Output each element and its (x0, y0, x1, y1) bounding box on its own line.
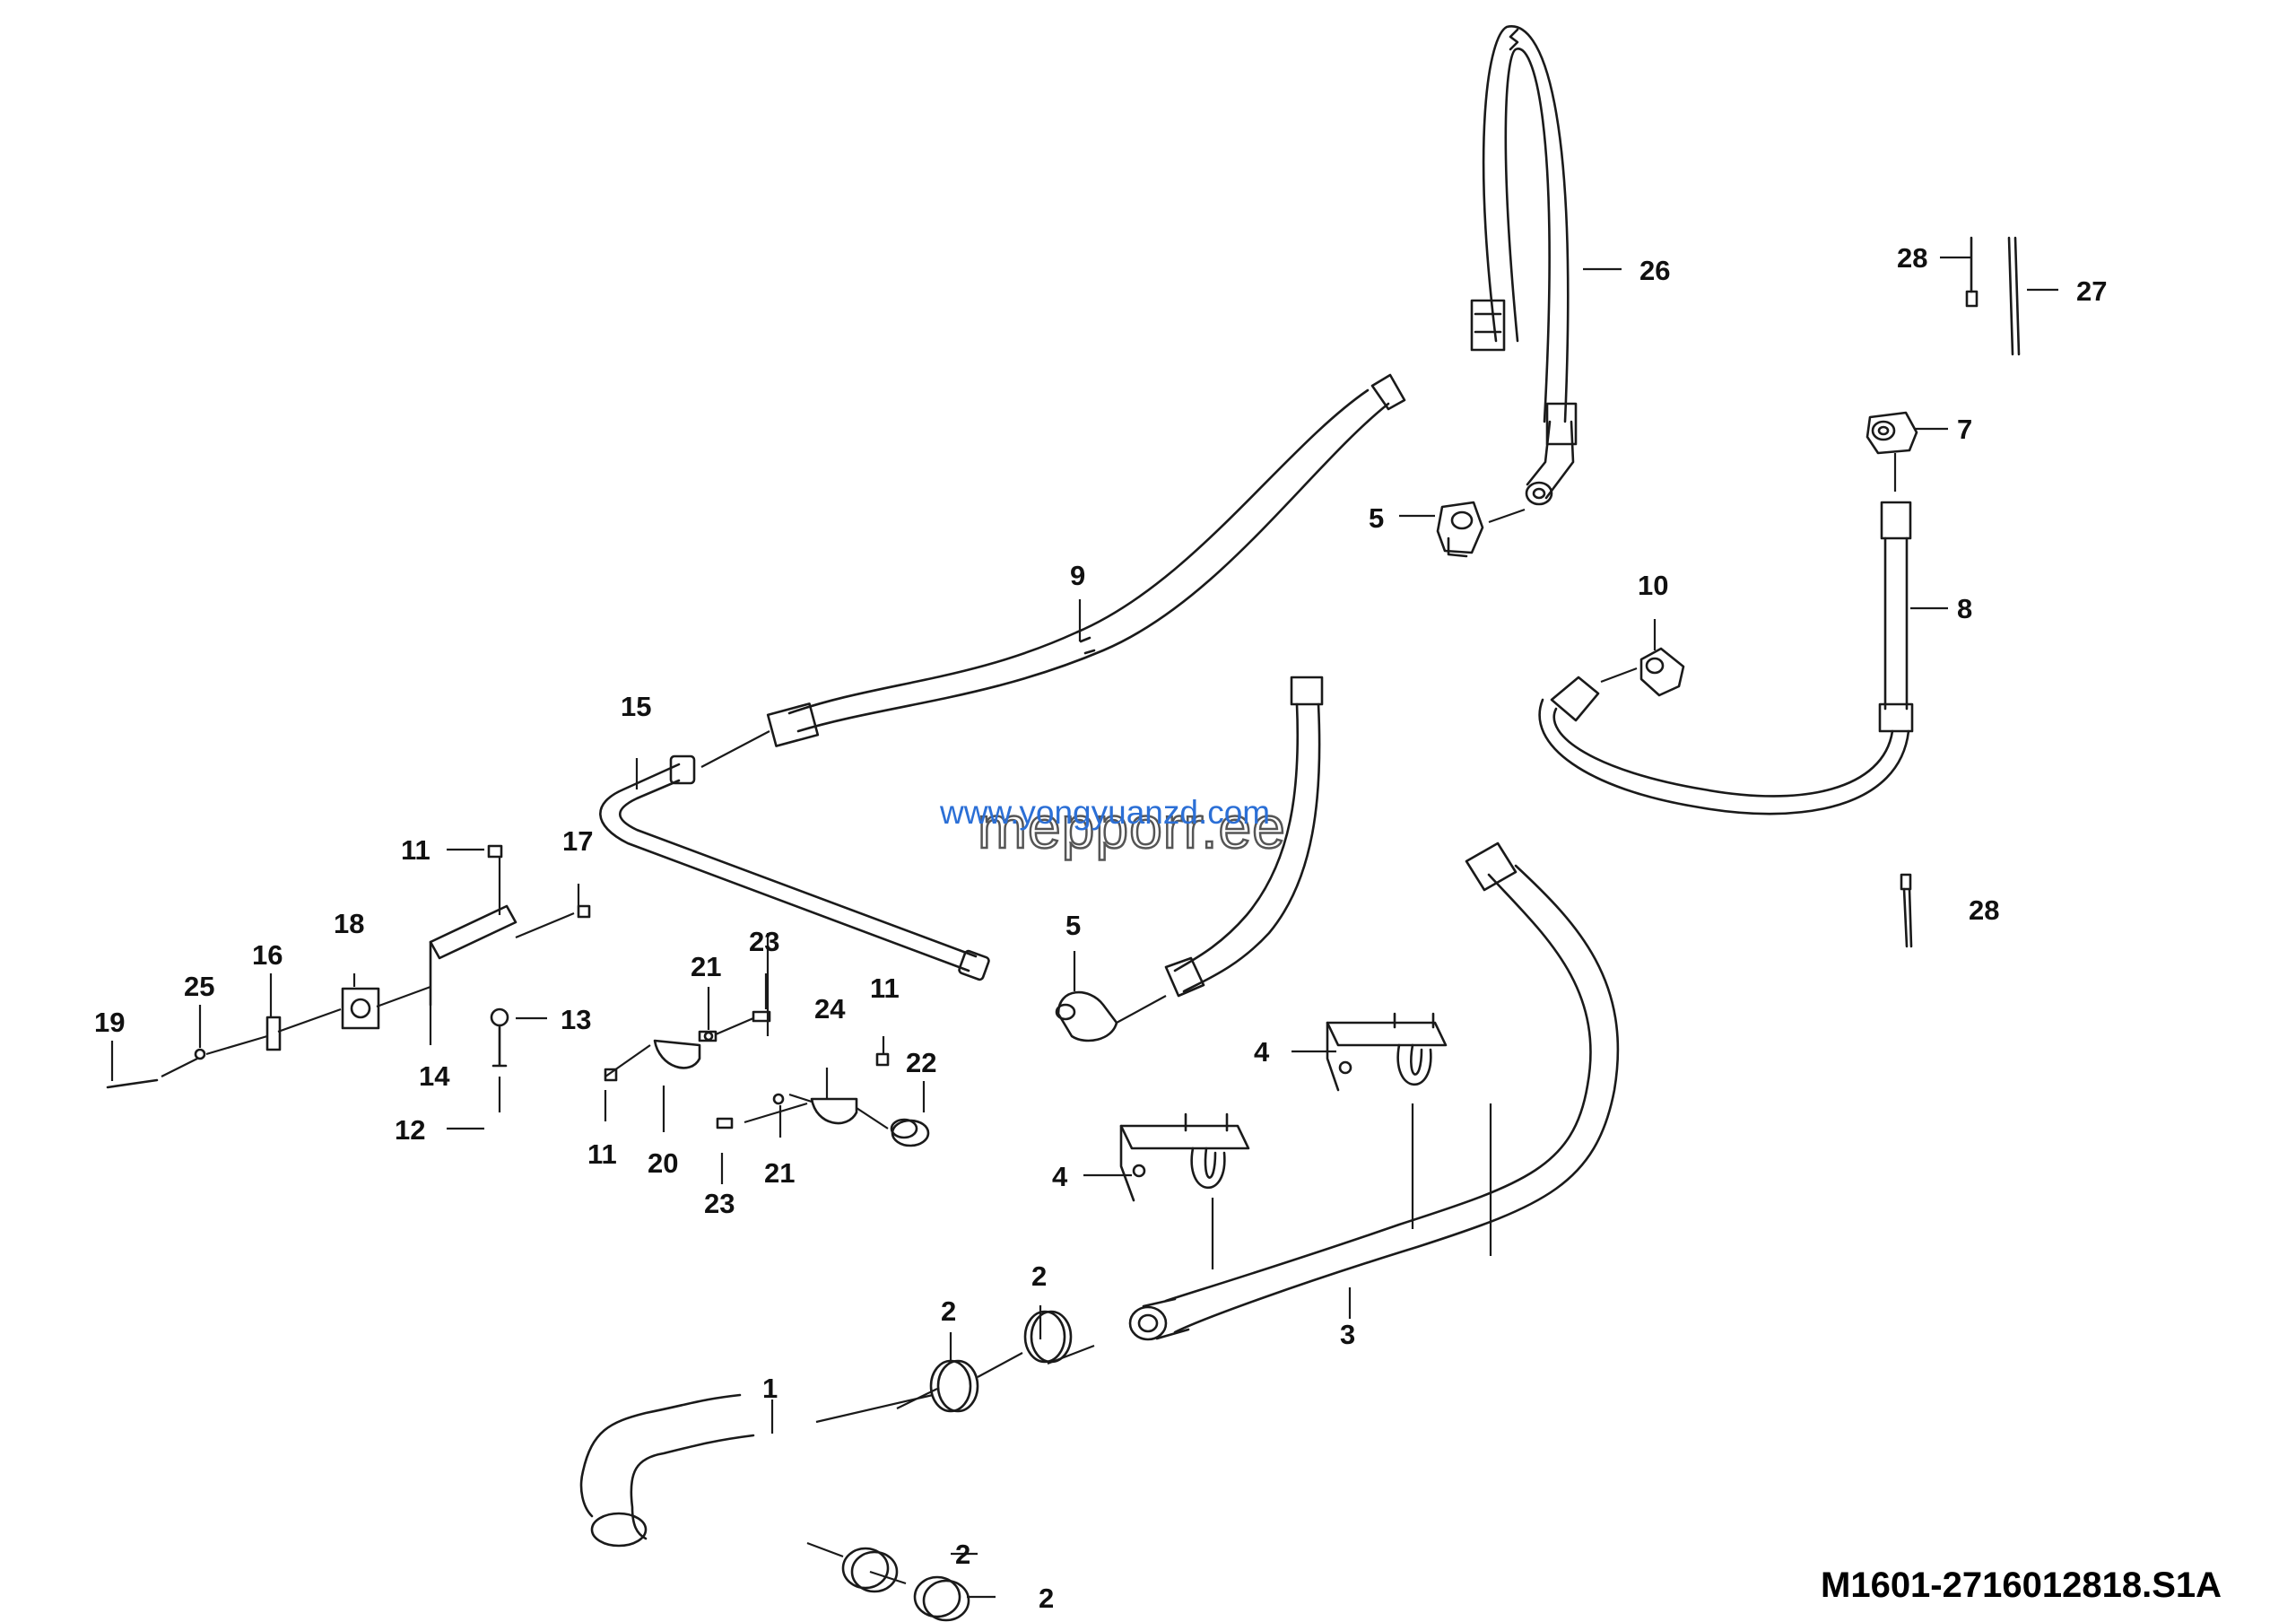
callout-18: 18 (334, 908, 364, 939)
callout-2-d: 2 (1039, 1583, 1054, 1614)
hose-1 (579, 1393, 755, 1548)
callout-labels: 26 5 28 27 7 8 10 28 9 15 5 3 4 4 2 2 2 … (94, 242, 2107, 1614)
callout-10: 10 (1638, 570, 1668, 601)
hose-unlabeled (1164, 676, 1324, 998)
callout-13: 13 (561, 1004, 591, 1035)
callout-8: 8 (1957, 593, 1972, 624)
hardware-cluster-left (106, 844, 591, 1089)
pipe-3 (1128, 842, 1620, 1341)
clamp-2-a (929, 1359, 979, 1413)
callout-21-b: 21 (764, 1157, 795, 1189)
callout-22: 22 (906, 1047, 936, 1078)
clamp-2-c (841, 1547, 899, 1593)
watermark-url: www.yongyuanzd.com (939, 794, 1270, 831)
hose-26 (1470, 25, 1578, 506)
callout-11-a: 11 (401, 834, 430, 866)
callout-28-top: 28 (1897, 242, 1927, 274)
callout-21-a: 21 (691, 951, 721, 982)
callout-26: 26 (1639, 255, 1670, 286)
callout-14: 14 (419, 1060, 450, 1092)
callout-9: 9 (1070, 560, 1085, 591)
callout-1: 1 (762, 1373, 778, 1404)
fitting-7 (1866, 411, 1918, 455)
bracket-4-upper (1326, 1012, 1448, 1092)
callout-5-top: 5 (1369, 502, 1384, 534)
callout-4-upper: 4 (1254, 1036, 1270, 1068)
fitting-10 (1639, 647, 1685, 697)
callout-2-a: 2 (941, 1295, 956, 1327)
pin-28-lower (1900, 873, 1913, 948)
fitting-5-middle (1055, 990, 1118, 1042)
callout-20: 20 (648, 1147, 678, 1179)
pin-28-top (1965, 236, 1979, 308)
fitting-5-top (1436, 501, 1484, 558)
callout-23-b: 23 (704, 1188, 735, 1219)
watermark: mepporr.ee www.yongyuanzd.com (939, 793, 1286, 862)
callout-4-lower: 4 (1052, 1161, 1068, 1192)
callout-16: 16 (252, 939, 283, 971)
callout-15: 15 (621, 691, 651, 722)
callout-23-a: 23 (749, 926, 779, 957)
callout-28-lower: 28 (1969, 894, 1999, 926)
clamp-2-d (913, 1575, 970, 1622)
callout-11-b: 11 (587, 1138, 617, 1170)
callout-7: 7 (1957, 414, 1972, 445)
hardware-cluster-middle (604, 1010, 930, 1147)
callout-2-c: 2 (955, 1539, 970, 1570)
hose-8 (1538, 501, 1914, 815)
hose-9 (766, 373, 1406, 747)
rod-27 (2007, 236, 2021, 356)
leader-lines (110, 256, 2058, 1599)
callout-3: 3 (1340, 1319, 1355, 1350)
clamp-2-b (1023, 1310, 1073, 1364)
callout-11-c: 11 (870, 972, 900, 1004)
tube-15 (599, 754, 990, 981)
callout-19: 19 (94, 1007, 125, 1038)
watermark-brand: mepporr.ee (978, 794, 1286, 860)
callout-24: 24 (814, 993, 846, 1025)
bracket-4-lower (1119, 1112, 1250, 1202)
callout-12: 12 (395, 1114, 425, 1146)
diagram-reference-code: M1601-2716012818.S1A (1821, 1565, 2222, 1605)
callout-17: 17 (562, 825, 593, 857)
callout-2-b: 2 (1031, 1260, 1047, 1292)
callout-5-middle: 5 (1065, 910, 1081, 941)
callout-27: 27 (2076, 275, 2107, 307)
callout-25: 25 (184, 971, 214, 1002)
